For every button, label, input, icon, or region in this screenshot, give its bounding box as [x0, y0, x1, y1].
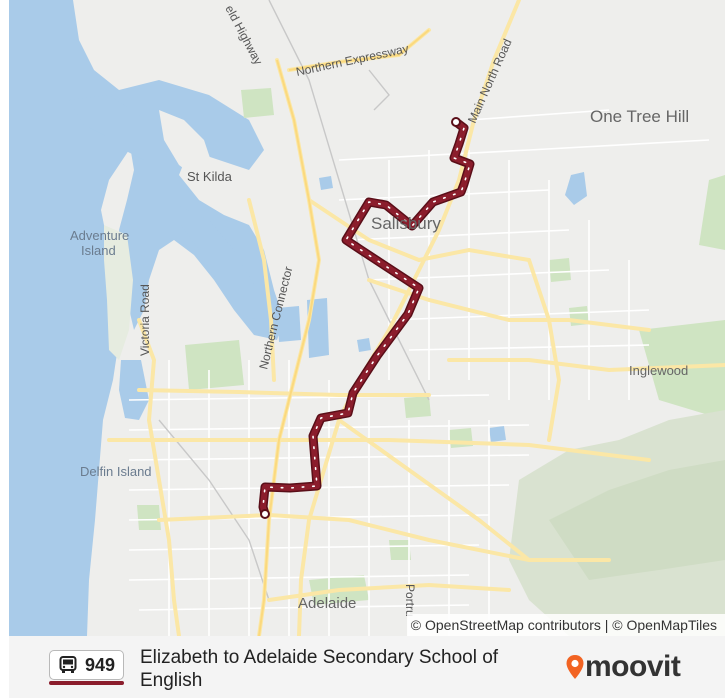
route-end-marker[interactable]: [260, 509, 270, 519]
label-victoria-road: Victoria Road: [138, 284, 152, 356]
lefevre-strip: [104, 225, 133, 360]
bus-icon: [59, 656, 77, 673]
route-color-bar: [49, 681, 125, 685]
inlet-channel-water: [177, 205, 259, 320]
route-start-marker[interactable]: [451, 117, 461, 127]
moovit-logo[interactable]: moovit: [565, 650, 681, 683]
route-badge[interactable]: 949: [49, 650, 125, 685]
lower-river-water: [119, 360, 149, 420]
brand-name: moovit: [585, 650, 681, 683]
label-delfin-island: Delfin Island: [80, 464, 152, 479]
label-inglewood: Inglewood: [629, 363, 688, 378]
label-adventure: Adventure: [70, 228, 129, 243]
route-map[interactable]: eld Highway Northern Expressway Main Nor…: [9, 0, 725, 636]
motorway-cores: [258, 29, 430, 636]
gulf-water: [9, 0, 139, 636]
reservoirs: [277, 172, 587, 442]
label-st-kilda: St Kilda: [187, 169, 233, 184]
route-number: 949: [85, 654, 116, 675]
label-salisbury: Salisbury: [371, 214, 441, 233]
label-island: Island: [81, 243, 116, 258]
barker-inlet-water: [69, 95, 154, 160]
route-949-stops: [262, 121, 471, 515]
island-strip: [159, 110, 214, 180]
location-pin-icon: [566, 655, 584, 679]
map-attribution[interactable]: © OpenStreetMap contributors | © OpenMap…: [406, 614, 725, 636]
label-adelaide: Adelaide: [298, 595, 356, 612]
map-canvas: eld Highway Northern Expressway Main Nor…: [9, 0, 725, 636]
hills-terrain-2: [549, 460, 725, 580]
route-footer: 949 Elizabeth to Adelaide Secondary Scho…: [9, 636, 725, 698]
route-name: Elizabeth to Adelaide Secondary School o…: [140, 647, 499, 691]
label-portrush: Portru: [403, 584, 417, 617]
parks: [137, 88, 725, 605]
label-one-tree-hill: One Tree Hill: [590, 107, 689, 126]
